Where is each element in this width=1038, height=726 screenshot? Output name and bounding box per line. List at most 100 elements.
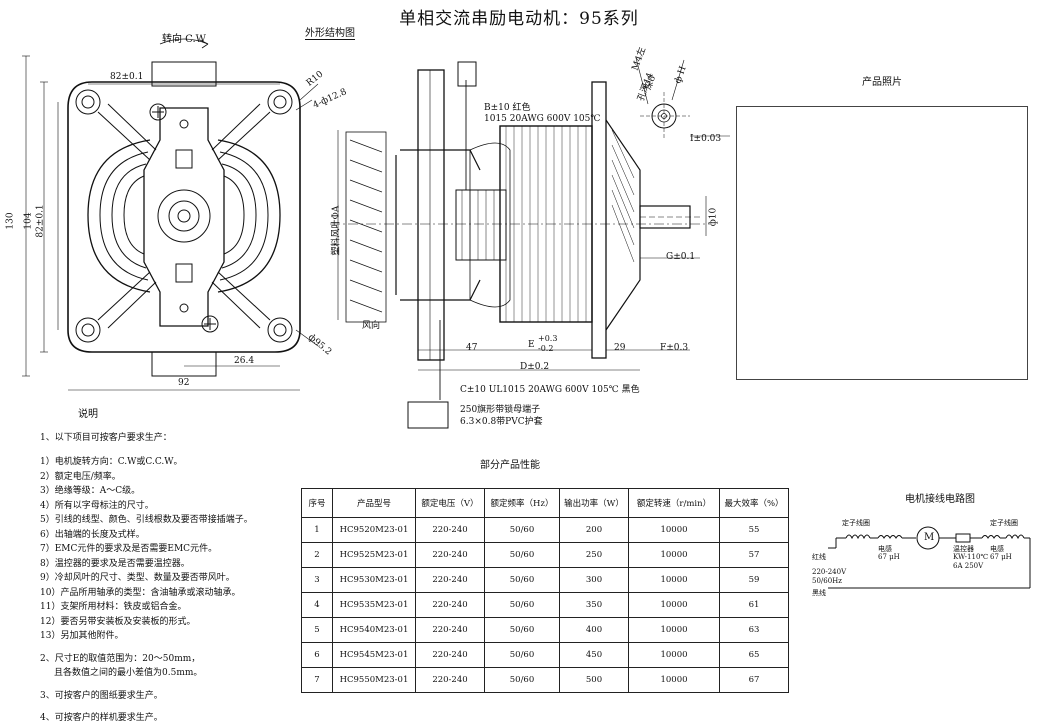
note-item: 10）产品所用轴承的类型：含油轴承或滚动轴承。 <box>40 587 241 598</box>
table-cell: 5 <box>301 617 333 643</box>
voltage-label: 220-240V <box>812 568 847 576</box>
table-cell: 400 <box>559 617 629 643</box>
stator-coil-left <box>845 534 871 540</box>
header-efficiency: 最大效率（%） <box>719 488 789 518</box>
table-cell: 2 <box>301 542 333 568</box>
header-frequency: 额定频率（Hz） <box>484 488 560 518</box>
table-cell: 10000 <box>628 667 720 693</box>
header-voltage: 额定电压（V） <box>415 488 485 518</box>
performance-table: 序号 产品型号 额定电压（V） 额定频率（Hz） 输出功率（W） 额定转速（r/… <box>301 488 789 693</box>
dim-47: 47 <box>466 343 478 353</box>
lead-c-label: C±10 UL1015 20AWG 600V 105℃ 黑色 <box>460 385 640 395</box>
table-cell: HC9550M23-01 <box>332 667 416 693</box>
table-cell: 3 <box>301 567 333 593</box>
dim-phi10: ф10 <box>708 207 719 227</box>
table-cell: HC9540M23-01 <box>332 617 416 643</box>
table-cell: 50/60 <box>484 567 560 593</box>
front-view <box>22 38 319 391</box>
table-cell: HC9545M23-01 <box>332 642 416 668</box>
table-cell: 220-240 <box>415 517 485 543</box>
table-cell: 250 <box>559 542 629 568</box>
table-cell: 10000 <box>628 567 720 593</box>
thermostat-spec-2: 6A 250V <box>953 562 984 570</box>
dim-i: I±0.03 <box>690 134 722 144</box>
table-cell: 65 <box>719 642 789 668</box>
dim-82-top: 82±0.1 <box>110 72 144 82</box>
performance-title: 部分产品性能 <box>480 460 540 471</box>
note-4: 4、可按客户的样机要求生产。 <box>40 713 163 723</box>
table-cell: 50/60 <box>484 617 560 643</box>
note-2-line-2: 且各数值之间的最小差值为0.5mm。 <box>54 668 203 678</box>
note-item: 5）引线的线型、颜色、引线根数及要否带接插端子。 <box>40 515 253 525</box>
fan-label: 塑料风叶ΦA <box>331 205 342 256</box>
dim-f: F±0.3 <box>660 343 689 353</box>
note-item: 6）出轴端的长度及式样。 <box>40 529 145 540</box>
table-cell: 63 <box>719 617 789 643</box>
dim-92: 92 <box>178 378 190 388</box>
table-cell: 50/60 <box>484 517 560 543</box>
table-cell: 7 <box>301 667 333 693</box>
table-cell: 220-240 <box>415 567 485 593</box>
red-wire-label: 红线 <box>812 553 826 561</box>
inductor-left-label: 电感 <box>878 545 892 553</box>
inductor-left <box>877 535 903 539</box>
table-cell: 10000 <box>628 642 720 668</box>
notes-heading: 1、以下项目可按客户要求生产： <box>40 432 172 443</box>
note-item: 11）支架所用材料：铁皮或铝合金。 <box>40 602 187 612</box>
table-cell: 50/60 <box>484 542 560 568</box>
note-item: 4）所有以字母标注的尺寸。 <box>40 500 154 511</box>
header-model: 产品型号 <box>332 488 416 518</box>
terminal-label-2: 6.3×0.8带PVC护套 <box>460 417 543 427</box>
note-3: 3、可按客户的图纸要求生产。 <box>40 690 163 701</box>
outline-drawing <box>22 38 730 429</box>
inductor-left-value: 67 μH <box>878 553 900 561</box>
dim-e-plus: +0.3 <box>538 334 558 343</box>
table-cell: 350 <box>559 592 629 618</box>
table-cell: HC9535M23-01 <box>332 592 416 618</box>
stator-right-label: 定子线圈 <box>990 519 1018 527</box>
note-item: 3）绝缘等级：A～C级。 <box>40 486 141 496</box>
thermostat-label: 温控器 <box>953 545 974 553</box>
dim-e: E <box>528 340 535 350</box>
rotation-label: 转向 C.W <box>162 34 206 45</box>
wiring-circuit <box>828 526 1031 589</box>
table-cell: 10000 <box>628 592 720 618</box>
table-cell: 57 <box>719 542 789 568</box>
thermostat-symbol <box>955 533 971 543</box>
terminal-label-1: 250旗形带锁母端子 <box>460 405 541 415</box>
wind-direction: 风向 <box>362 321 381 331</box>
header-no: 序号 <box>301 488 333 518</box>
table-cell: 50/60 <box>484 592 560 618</box>
note-item: 7）EMC元件的要求及是否需要EMC元件。 <box>40 544 218 554</box>
side-view <box>330 57 730 429</box>
note-item: 8）温控器的要求及是否需要温控器。 <box>40 558 190 569</box>
inductor-right-label: 电感 <box>990 545 1004 553</box>
table-cell: 67 <box>719 667 789 693</box>
table-cell: 220-240 <box>415 667 485 693</box>
note-item: 2）额定电压/频率。 <box>40 471 121 482</box>
note-item: 1）电机旋转方向：C.W或C.C.W。 <box>40 457 183 467</box>
motor-label: M <box>924 532 935 543</box>
table-cell: 10000 <box>628 542 720 568</box>
photo-title: 产品照片 <box>862 77 902 88</box>
inductor-right <box>981 535 1001 539</box>
note-2-line-1: 2、尺寸E的取值范围为：20～50mm， <box>40 653 201 664</box>
table-cell: 50/60 <box>484 642 560 668</box>
dim-104: 104 <box>23 212 34 230</box>
inductor-right-value: 67 μH <box>990 553 1012 561</box>
dim-26-4: 26.4 <box>234 356 255 366</box>
product-photo-frame <box>736 106 1028 380</box>
dim-130: 130 <box>5 212 16 230</box>
table-cell: 220-240 <box>415 642 485 668</box>
dim-82-left: 82±0.1 <box>35 204 46 238</box>
wiring-title: 电机接线电路图 <box>905 494 975 505</box>
header-speed: 额定转速（r/min） <box>628 488 720 518</box>
note-item: 9）冷却风叶的尺寸、类型、数量及要否带风叶。 <box>40 573 235 583</box>
table-cell: 50/60 <box>484 667 560 693</box>
dim-g: G±0.1 <box>666 252 696 262</box>
table-cell: 4 <box>301 592 333 618</box>
